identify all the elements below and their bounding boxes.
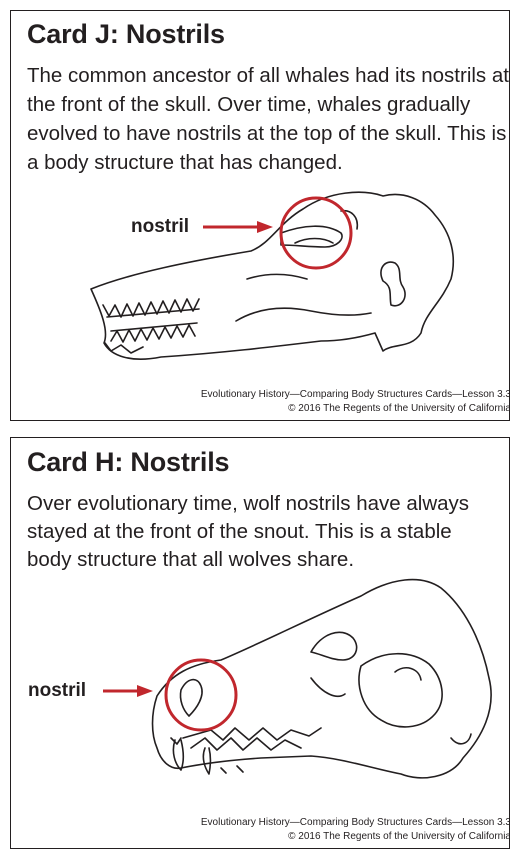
highlight-circle bbox=[164, 658, 238, 732]
card-footer: Evolutionary History—Comparing Body Stru… bbox=[200, 388, 510, 416]
footer-line-2: © 2016 The Regents of the University of … bbox=[288, 831, 510, 842]
footer-line-1: Evolutionary History—Comparing Body Stru… bbox=[200, 817, 510, 828]
card-title: Card H: Nostrils bbox=[27, 447, 230, 477]
arrow-icon bbox=[103, 685, 153, 697]
footer-line-1: Evolutionary History—Comparing Body Stru… bbox=[200, 389, 510, 400]
card-description: The common ancestor of all whales had it… bbox=[27, 64, 509, 174]
nostril-label: nostril bbox=[28, 680, 87, 701]
card-description: Over evolutionary time, wolf nostrils ha… bbox=[27, 492, 470, 571]
whale-skull-illustration bbox=[90, 191, 455, 360]
highlight-circle bbox=[279, 196, 353, 270]
footer-line-2: © 2016 The Regents of the University of … bbox=[288, 403, 510, 414]
card-h-wolf-nostrils: Card H: Nostrils Over evolutionary time,… bbox=[10, 437, 510, 849]
arrow-icon bbox=[203, 221, 273, 233]
card-j-whale-nostrils: Card J: Nostrils The common ancestor of … bbox=[10, 10, 510, 421]
wolf-skull-illustration bbox=[103, 578, 492, 779]
whale-skull-drawing bbox=[90, 191, 455, 360]
wolf-skull-drawing bbox=[151, 578, 492, 779]
card-title: Card J: Nostrils bbox=[27, 19, 225, 49]
card-footer: Evolutionary History—Comparing Body Stru… bbox=[200, 816, 510, 844]
nostril-label: nostril bbox=[131, 216, 190, 237]
